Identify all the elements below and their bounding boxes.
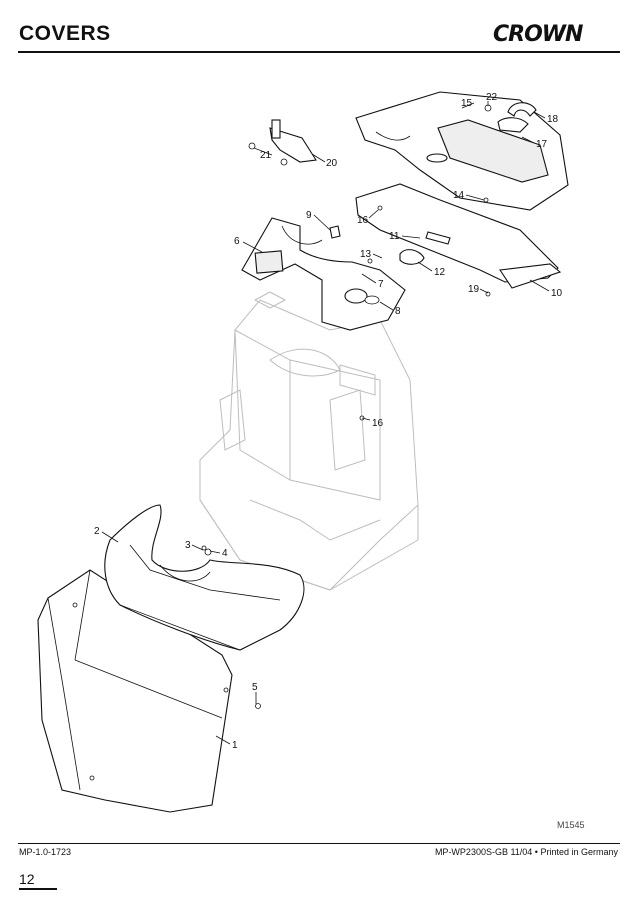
callout-18: 18	[547, 114, 559, 125]
publication-info: MP-WP2300S-GB 11/04 • Printed in Germany	[434, 847, 618, 857]
page-title: COVERS	[19, 22, 111, 45]
part-12-switch	[399, 249, 425, 265]
part-15-top-cover	[355, 91, 569, 211]
callout-1: 1	[232, 740, 238, 751]
callout-8: 8	[395, 306, 401, 317]
callout-4: 4	[222, 548, 228, 559]
callout-15: 15	[461, 98, 473, 109]
callout-14: 14	[453, 190, 465, 201]
chassis-ghost-outline	[199, 291, 419, 591]
callout-22: 22	[486, 92, 498, 103]
part-9-clip	[329, 225, 341, 239]
callout-17: 17	[536, 139, 548, 150]
doc-code: MP-1.0-1723	[19, 847, 72, 857]
callout-7: 7	[378, 279, 384, 290]
page-number: 12	[19, 871, 35, 887]
callout-6: 6	[234, 236, 240, 247]
callout-11: 11	[389, 231, 400, 242]
callouts: 1 2 3 4 5 6 7 8 9 10 11 12 13 14 15 16 1…	[94, 92, 563, 751]
callout-10: 10	[551, 288, 563, 299]
callout-21: 21	[260, 150, 272, 161]
figure-id: M1545	[557, 820, 585, 830]
crown-logo: CROWN	[493, 22, 583, 47]
footer-rule	[18, 843, 620, 844]
callout-13: 13	[360, 249, 372, 260]
callout-5: 5	[252, 682, 258, 693]
page-number-rule	[19, 888, 57, 890]
callout-12: 12	[434, 267, 446, 278]
callout-2: 2	[94, 526, 100, 537]
callout-16-upper: 16	[357, 215, 369, 226]
header-rule	[18, 51, 620, 53]
part-6-dash-cover	[241, 217, 406, 331]
callout-16-lower: 16	[372, 418, 384, 429]
leader-lines	[101, 101, 550, 745]
part-20-bracket	[248, 119, 317, 166]
callout-3: 3	[185, 540, 191, 551]
part-2-bumper-cover	[104, 504, 305, 651]
callout-19: 19	[468, 284, 480, 295]
callout-9: 9	[306, 210, 312, 221]
callout-20: 20	[326, 158, 338, 169]
part-10-console-plate	[355, 183, 562, 289]
part-18-handle	[507, 102, 537, 117]
